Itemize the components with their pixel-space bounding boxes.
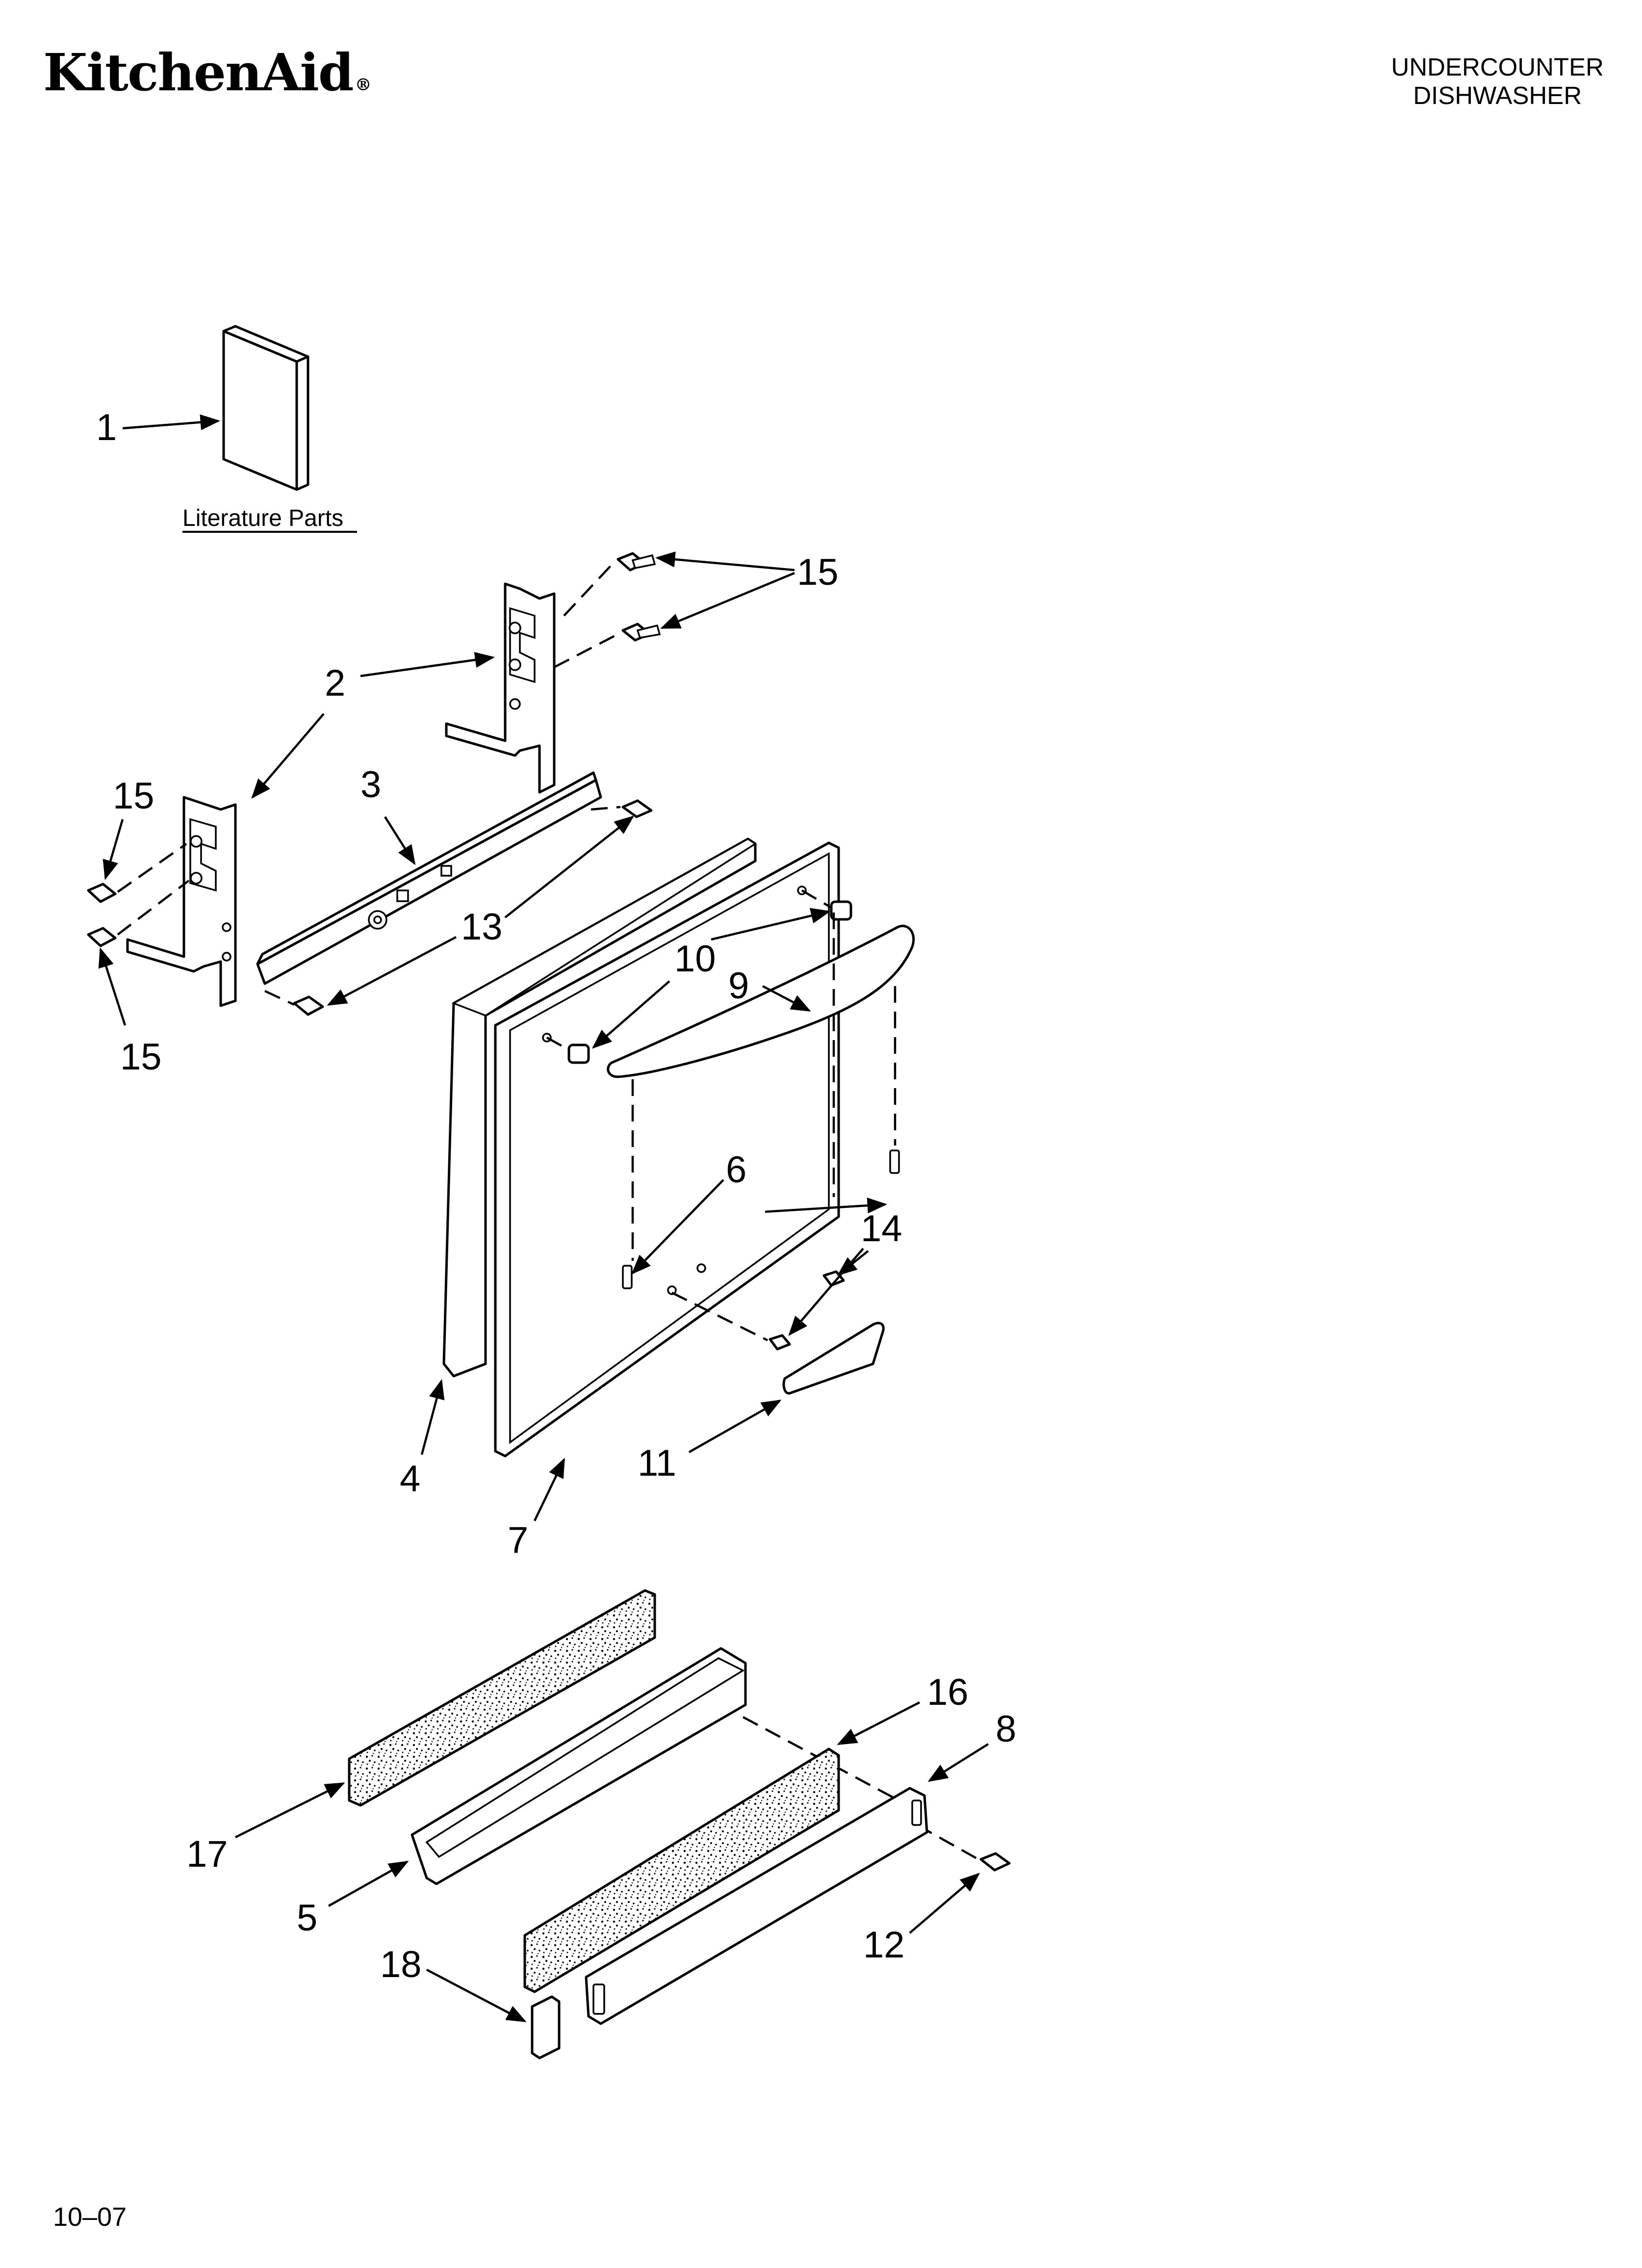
right-mounting-bracket [445, 582, 556, 794]
revision-code: 10–07 [53, 2202, 127, 2232]
screw-13-bottom [293, 995, 324, 1016]
screw-15-left-lower [87, 927, 117, 947]
callout-5: 5 [297, 1897, 317, 1939]
brand-logo: KitchenAid® [43, 47, 372, 98]
callout-17: 17 [186, 1833, 228, 1875]
inner-door-panel [442, 837, 757, 1378]
upper-foam-insulation [348, 1589, 656, 1807]
callout-numbers: 1 15 2 3 15 13 15 10 9 6 14 11 4 7 16 8 … [96, 407, 1016, 1985]
callout-15-left-lower: 15 [120, 1036, 162, 1078]
leader-arrows [98, 414, 989, 2022]
left-mounting-bracket [126, 796, 237, 1007]
screw-15-top [616, 552, 656, 572]
studs [622, 1149, 900, 1289]
callout-18: 18 [380, 1944, 422, 1985]
callout-9: 9 [728, 965, 749, 1007]
brand-name: KitchenAid [43, 42, 354, 103]
callout-2: 2 [325, 662, 345, 704]
callout-16: 16 [927, 1671, 969, 1713]
callout-4: 4 [400, 1458, 420, 1500]
product-title: UNDERCOUNTER DISHWASHER [1391, 53, 1604, 110]
toe-kick-panel [585, 1787, 928, 2025]
door-handle [607, 924, 915, 1078]
callout-11: 11 [638, 1442, 676, 1484]
handle-spacers [567, 900, 852, 1064]
screw-15-mid [621, 623, 661, 642]
screw-12 [979, 1852, 1011, 1872]
screws [87, 552, 1011, 1872]
product-title-line1: UNDERCOUNTER [1391, 53, 1604, 81]
registered-mark: ® [355, 75, 372, 95]
callout-8: 8 [996, 1708, 1016, 1750]
literature-parts-label: Literature Parts [182, 505, 343, 531]
product-title-line2: DISHWASHER [1413, 81, 1582, 109]
door-brace [256, 771, 602, 985]
callout-15-top: 15 [797, 551, 839, 593]
lower-foam-insulation [523, 1747, 840, 1993]
screw-13-top [621, 799, 653, 818]
callout-15-left-upper: 15 [113, 775, 154, 817]
callout-1: 1 [96, 407, 117, 448]
callout-3: 3 [360, 764, 381, 806]
toe-kick-clip [531, 1995, 561, 2059]
outer-door-panel [494, 841, 840, 1458]
callout-10: 10 [674, 938, 716, 980]
screw-15-left-upper [87, 883, 117, 903]
callout-6: 6 [726, 1149, 746, 1191]
callout-12: 12 [863, 1924, 905, 1966]
nuts [769, 1270, 845, 1351]
callout-7: 7 [508, 1519, 528, 1561]
toe-kick-bracket [410, 1647, 747, 1885]
callout-14: 14 [861, 1208, 902, 1250]
button-pad [782, 1322, 885, 1395]
literature-booklet [222, 325, 309, 491]
callout-13: 13 [461, 906, 503, 948]
